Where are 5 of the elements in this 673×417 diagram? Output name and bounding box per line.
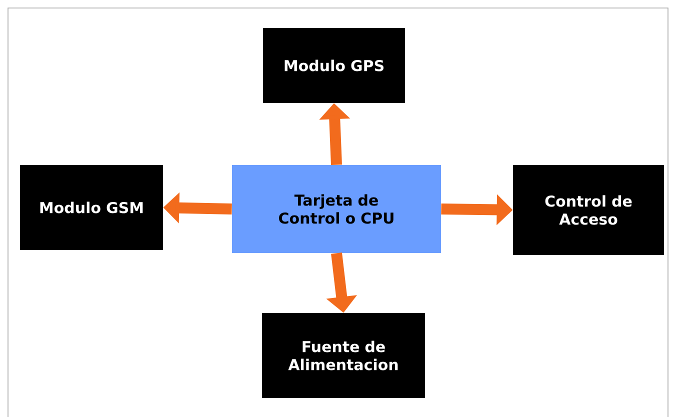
module-box: Fuente de Alimentacion [262, 313, 425, 398]
module-box: Modulo GPS [263, 28, 405, 103]
module-box: Modulo GSM [20, 165, 163, 250]
module-box: Control de Acceso [513, 165, 664, 255]
cpu-box: Tarjeta de Control o CPU [232, 165, 441, 253]
